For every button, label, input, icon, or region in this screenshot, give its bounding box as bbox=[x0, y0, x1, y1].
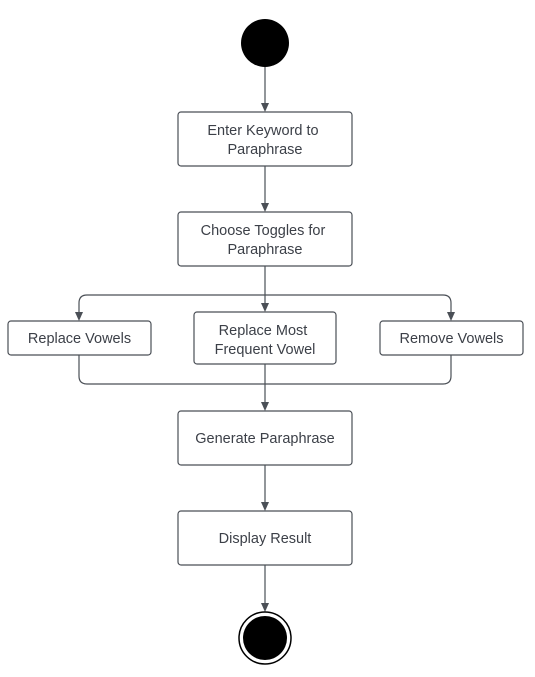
action-remove-vowels: Remove Vowels bbox=[379, 320, 524, 356]
action-label: Replace Vowels bbox=[28, 331, 131, 347]
label-line: Replace Vowels bbox=[28, 331, 131, 347]
arrowhead bbox=[261, 603, 269, 612]
action-replace-most-frequent-vowel: Replace Most Frequent Vowel bbox=[193, 311, 337, 365]
label-line: Generate Paraphrase bbox=[195, 431, 334, 447]
merge-left bbox=[78, 355, 265, 385]
action-box bbox=[177, 211, 353, 267]
arrowhead bbox=[447, 312, 455, 321]
arrowhead bbox=[261, 103, 269, 112]
end-node bbox=[238, 611, 292, 665]
label-line: Choose Toggles for bbox=[201, 223, 326, 239]
action-label: Display Result bbox=[219, 531, 312, 547]
action-label: Choose Toggles for Paraphrase bbox=[201, 223, 330, 258]
action-label: Remove Vowels bbox=[400, 331, 504, 347]
arrowhead bbox=[261, 402, 269, 411]
label-line: Replace Most bbox=[219, 323, 308, 339]
merge-right bbox=[265, 355, 452, 385]
action-enter-keyword: Enter Keyword to Paraphrase bbox=[177, 111, 353, 167]
action-label: Generate Paraphrase bbox=[195, 431, 334, 447]
end-node-core bbox=[243, 616, 287, 660]
action-box bbox=[379, 320, 524, 356]
label-line: Remove Vowels bbox=[400, 331, 504, 347]
start-node bbox=[241, 19, 289, 67]
action-display-result: Display Result bbox=[177, 510, 353, 566]
action-label: Replace Most Frequent Vowel bbox=[215, 323, 316, 358]
label-line: Paraphrase bbox=[228, 142, 303, 158]
action-generate-paraphrase: Generate Paraphrase bbox=[177, 410, 353, 466]
action-box bbox=[193, 311, 337, 365]
arrowhead bbox=[261, 203, 269, 212]
action-box bbox=[177, 111, 353, 167]
action-box bbox=[177, 410, 353, 466]
action-box bbox=[7, 320, 152, 356]
arrowhead bbox=[261, 502, 269, 511]
edges bbox=[75, 67, 455, 612]
label-line: Paraphrase bbox=[228, 242, 303, 258]
split-bar bbox=[87, 294, 452, 312]
label-line: Frequent Vowel bbox=[215, 342, 316, 358]
split-bar bbox=[78, 294, 88, 312]
action-replace-vowels: Replace Vowels bbox=[7, 320, 152, 356]
action-label: Enter Keyword to Paraphrase bbox=[207, 123, 322, 158]
action-choose-toggles: Choose Toggles for Paraphrase bbox=[177, 211, 353, 267]
label-line: Display Result bbox=[219, 531, 312, 547]
arrowhead bbox=[261, 303, 269, 312]
arrowhead bbox=[75, 312, 83, 321]
label-line: Enter Keyword to bbox=[207, 123, 318, 139]
action-box bbox=[177, 510, 353, 566]
